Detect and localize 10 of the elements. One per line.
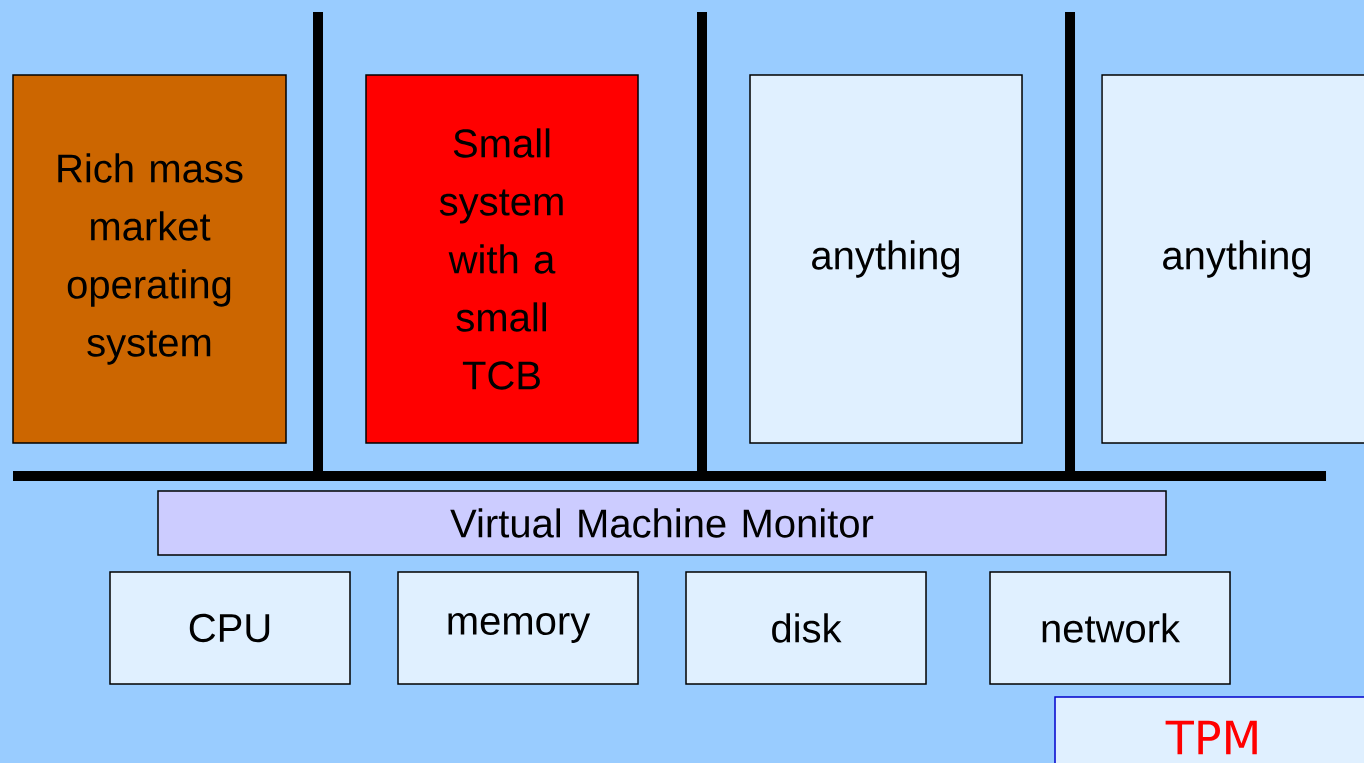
os-box: Small system with a small TCB <box>365 74 639 444</box>
monitor-bar: Virtual Machine Monitor <box>157 490 1167 556</box>
hardware-box: memory <box>397 571 639 685</box>
os-box: Rich mass market operating system <box>12 74 287 444</box>
hardware-box: CPU <box>109 571 351 685</box>
hardware-box: network <box>989 571 1231 685</box>
chip-box: TPM <box>1054 696 1364 763</box>
os-box: anything <box>749 74 1023 444</box>
hardware-box: disk <box>685 571 927 685</box>
os-box: anything <box>1101 74 1364 444</box>
